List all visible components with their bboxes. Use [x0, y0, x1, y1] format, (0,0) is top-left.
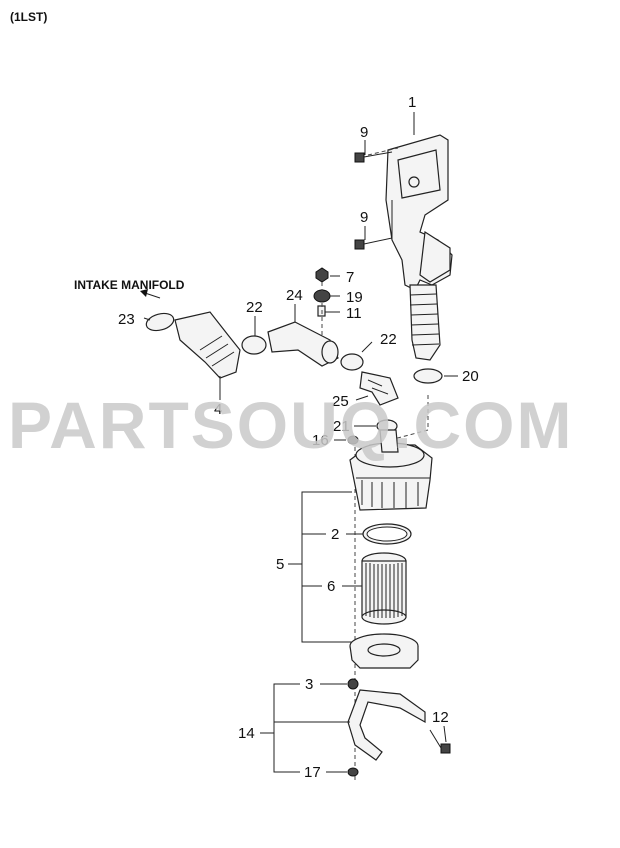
part-4-hose[interactable]	[174, 311, 241, 400]
callout-2: 2	[331, 526, 339, 543]
leader-25	[355, 395, 369, 401]
callout-24: 24	[286, 287, 303, 304]
model-code: (1LST)	[10, 10, 47, 24]
callout-21: 21	[333, 418, 350, 435]
callout-23: 23	[118, 311, 135, 328]
part-17-nut[interactable]	[347, 767, 359, 777]
callout-9-lower: 9	[360, 209, 368, 226]
part-22-clamp-left[interactable]	[241, 335, 267, 355]
bracket-14	[273, 683, 300, 773]
part-1-intake-duct[interactable]	[385, 134, 453, 291]
bracket-5	[301, 491, 352, 643]
part-9-bolt-upper[interactable]	[354, 151, 393, 163]
part-7-nut[interactable]	[315, 267, 329, 283]
callout-4: 4	[214, 401, 222, 418]
callout-6: 6	[327, 578, 335, 595]
callout-22-right: 22	[380, 331, 397, 348]
callout-14: 14	[238, 725, 255, 742]
watermark: PARTSOUQ.COM	[8, 388, 573, 462]
callout-17: 17	[304, 764, 321, 781]
callout-20: 20	[462, 368, 479, 385]
callout-22-left: 22	[246, 299, 263, 316]
part-22-clamp-right[interactable]	[340, 353, 364, 371]
bolt-axis-upper	[367, 147, 399, 156]
part-6-filter-element[interactable]	[361, 552, 407, 625]
callout-11: 11	[346, 305, 362, 322]
part-25-hose[interactable]	[359, 371, 399, 406]
snorkel-axis-line	[389, 395, 429, 441]
callout-3: 3	[305, 676, 313, 693]
intake-manifold-label: INTAKE MANIFOLD	[74, 278, 185, 292]
part-20-clamp[interactable]	[413, 368, 443, 384]
part-9-bolt-lower[interactable]	[354, 237, 393, 250]
part-16-nut[interactable]	[347, 435, 359, 445]
part-12-bolt[interactable]	[429, 729, 451, 754]
callout-16: 16	[312, 432, 329, 449]
callout-5: 5	[276, 556, 284, 573]
leader-14	[260, 721, 350, 734]
part-bellows-hose[interactable]	[409, 284, 441, 361]
intake-arrow-head	[140, 289, 148, 297]
callout-1: 1	[408, 94, 416, 111]
callout-25: 25	[332, 393, 349, 410]
callout-9-upper: 9	[360, 124, 368, 141]
leader-23	[143, 317, 151, 321]
leader-22b	[361, 341, 373, 353]
part-24-pipe[interactable]	[267, 321, 339, 367]
part-5-upper-housing[interactable]	[349, 429, 433, 511]
part-14-bracket[interactable]	[347, 689, 426, 761]
leader-12	[443, 725, 447, 743]
part-2-gasket-inner	[366, 526, 408, 542]
part-3-grommet[interactable]	[347, 678, 359, 690]
callout-7: 7	[346, 269, 354, 286]
callout-12: 12	[432, 709, 449, 726]
part-5-lower-housing[interactable]	[349, 633, 419, 669]
callout-19: 19	[346, 289, 363, 306]
part-23-clamp[interactable]	[144, 311, 175, 334]
